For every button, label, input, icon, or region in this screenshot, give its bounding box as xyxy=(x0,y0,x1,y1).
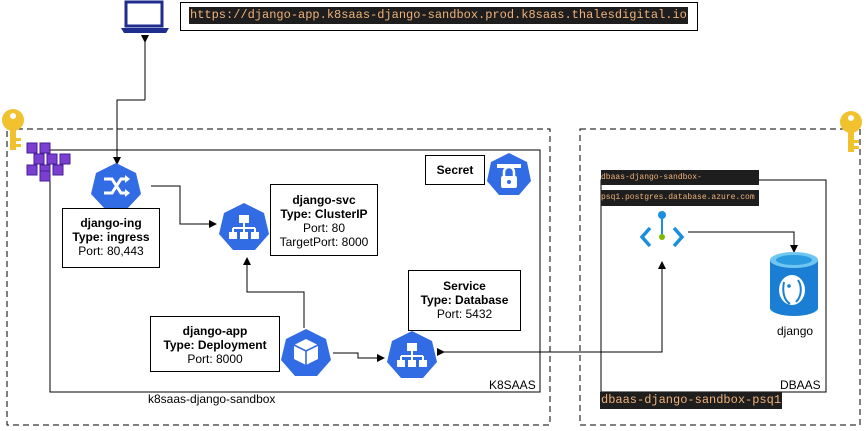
laptop-icon xyxy=(121,0,169,33)
laptop-ingress-connector-lower xyxy=(113,99,145,165)
database-service-icon xyxy=(387,331,437,378)
key-icon xyxy=(840,111,862,152)
deployment-name: django-app xyxy=(182,324,248,338)
db-host-line-2: psq1.postgres.database.azure.com xyxy=(601,190,759,206)
deployment-box: django-app Type: Deployment Port: 8000 xyxy=(150,316,280,372)
dbaas-label: DBAAS xyxy=(780,378,821,392)
ingress-box: django-ing Type: ingress Port: 80,443 xyxy=(62,208,160,268)
app-dbservice-connector xyxy=(333,352,385,362)
ingress-svc-connector xyxy=(151,185,217,228)
database-service-port: Port: 5432 xyxy=(436,307,493,321)
deployment-type: Type: Deployment xyxy=(163,338,267,352)
service-target-port: TargetPort: 8000 xyxy=(279,235,369,249)
database-service-type: Type: Database xyxy=(420,293,509,307)
ingress-port: Port: 80,443 xyxy=(78,244,144,258)
url-label[interactable]: https://django-app.k8saas-django-sandbox… xyxy=(189,7,688,24)
service-type: Type: ClusterIP xyxy=(280,207,368,221)
ingress-type: Type: ingress xyxy=(72,230,150,244)
dbaas-resource-label: dbaas-django-sandbox-psq1 xyxy=(600,392,783,409)
database-name: django xyxy=(777,324,814,338)
database-service-box: Service Type: Database Port: 5432 xyxy=(408,270,521,331)
kubernetes-cubes-icon xyxy=(26,142,71,182)
k8saas-label: K8SAAS xyxy=(489,378,536,392)
private-endpoint-icon xyxy=(640,211,685,248)
ingress-name: django-ing xyxy=(80,216,142,230)
deployment-port: Port: 8000 xyxy=(187,352,243,366)
secret-icon xyxy=(487,153,531,195)
key-icon xyxy=(2,109,24,150)
database-service-name: Service xyxy=(443,279,486,293)
service-port: Port: 80 xyxy=(302,221,346,235)
namespace-label: k8saas-django-sandbox xyxy=(148,392,276,406)
secret-label: Secret xyxy=(425,155,485,185)
ingress-icon xyxy=(91,163,141,209)
deployment-icon xyxy=(281,329,331,376)
postgresql-database-icon xyxy=(770,252,818,316)
dbservice-endpoint-connector xyxy=(437,261,666,356)
service-icon xyxy=(219,203,269,250)
service-box: django-svc Type: ClusterIP Port: 80 Targ… xyxy=(270,184,378,256)
app-svc-connector xyxy=(243,257,305,328)
db-host-line-1: dbaas-django-sandbox- xyxy=(601,170,759,185)
service-name: django-svc xyxy=(292,193,356,207)
endpoint-database-connector xyxy=(688,231,798,253)
